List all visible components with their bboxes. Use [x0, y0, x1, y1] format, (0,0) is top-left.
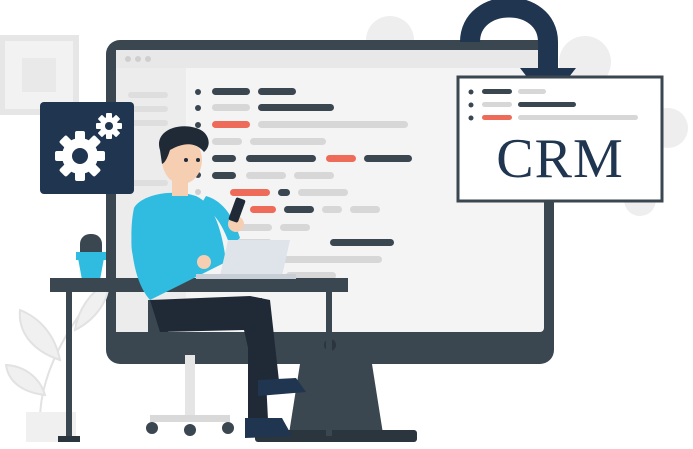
crm-card: [456, 75, 664, 203]
cactus-plant-icon: [76, 234, 106, 280]
code-lines: [195, 88, 412, 279]
decorative-squares: [0, 35, 79, 115]
desk: [50, 278, 348, 442]
gear-icon: [55, 113, 122, 181]
smartphone-icon: [228, 197, 246, 223]
person: [131, 126, 306, 438]
chair: [140, 300, 250, 436]
decorative-plant-icon: [4, 280, 110, 442]
crm-label: CRM: [496, 128, 624, 190]
laptop-icon: [196, 240, 296, 279]
